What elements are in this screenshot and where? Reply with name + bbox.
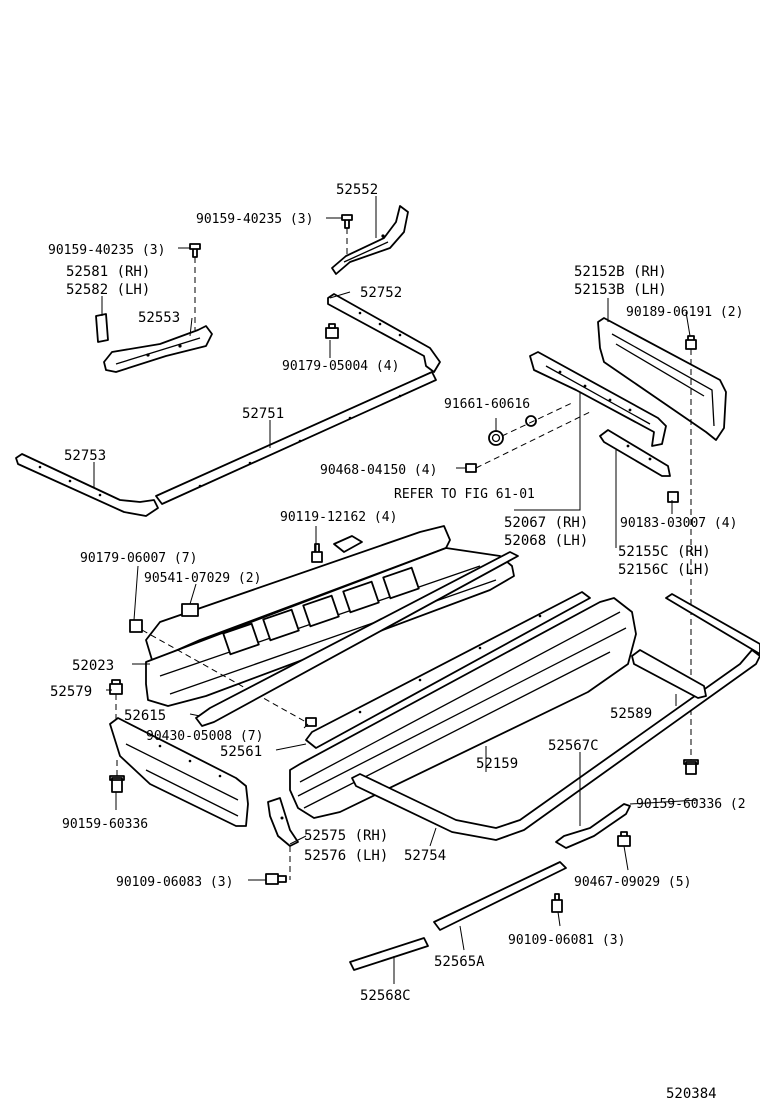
- label-90183-03007: 90183-03007 (4): [620, 516, 737, 531]
- label-90119-12162: 90119-12162 (4): [280, 510, 397, 525]
- clip-90183-03007: [667, 491, 679, 503]
- label-52067: 52067 (RH): [504, 515, 588, 531]
- label-90179-06007: 90179-06007 (7): [80, 551, 197, 566]
- clip-90179-06007: [129, 619, 143, 633]
- label-52155C: 52155C (RH): [618, 544, 711, 560]
- clip-90179-05004: [325, 323, 339, 339]
- label-90189-06191: 90189-06191 (2): [626, 305, 743, 320]
- label-52568C: 52568C: [360, 988, 411, 1004]
- label-90159-40235-top: 90159-40235 (3): [196, 212, 313, 227]
- clip-90468-04150: [465, 463, 477, 473]
- label-52579: 52579: [50, 684, 92, 700]
- label-52159: 52159: [476, 756, 518, 772]
- label-90109-06081: 90109-06081 (3): [508, 933, 625, 948]
- label-90179-05004: 90179-05004 (4): [282, 359, 399, 374]
- label-52753: 52753: [64, 448, 106, 464]
- clip-90109-06081: [551, 893, 563, 913]
- clip-90430-05008: [305, 717, 317, 727]
- label-52023: 52023: [72, 658, 114, 674]
- label-52152B: 52152B (RH): [574, 264, 667, 280]
- part-52754-drawing: [351, 649, 760, 841]
- part-52752-drawing: [327, 293, 441, 373]
- clip-90119-12162: [311, 543, 323, 563]
- label-90159-60336-left: 90159-60336: [62, 817, 148, 832]
- label-90159-60336-right: 90159-60336 (2: [636, 797, 746, 812]
- label-52754: 52754: [404, 848, 446, 864]
- label-52582: 52582 (LH): [66, 282, 150, 298]
- label-52553: 52553: [138, 310, 180, 326]
- label-52567C: 52567C: [548, 738, 599, 754]
- bolt-91661-60616: [488, 430, 504, 446]
- clip-52579: [109, 679, 123, 720]
- label-90541-07029: 90541-07029 (2): [144, 571, 261, 586]
- part-52581-bracket: [95, 313, 109, 343]
- label-52576: 52576 (LH): [304, 848, 388, 864]
- clip-90159-40235-left: [189, 243, 201, 330]
- clip-90159-60336-right: [683, 759, 699, 775]
- clip-90109-06083: [265, 846, 291, 885]
- clip-90159-60336-left: [109, 760, 125, 793]
- label-91661-60616: 91661-60616: [444, 397, 530, 412]
- clip-90467-09029: [617, 831, 631, 847]
- label-52068: 52068 (LH): [504, 533, 588, 549]
- label-52751: 52751: [242, 406, 284, 422]
- label-52552: 52552: [336, 182, 378, 198]
- label-52615: 52615: [124, 708, 166, 724]
- part-52575-side-cover: [109, 717, 249, 827]
- leader-lines: [93, 196, 699, 984]
- part-right-strip: [665, 593, 760, 655]
- label-52589: 52589: [610, 706, 652, 722]
- part-52155C-drawing: [599, 429, 671, 477]
- label-90467-09029: 90467-09029 (5): [574, 875, 691, 890]
- part-52568C-drawing: [349, 937, 429, 971]
- label-90159-40235-left: 90159-40235 (3): [48, 243, 165, 258]
- label-90109-06083: 90109-06083 (3): [116, 875, 233, 890]
- label-90430-05008: 90430-05008 (7): [146, 729, 263, 744]
- part-52753-drawing: [15, 453, 159, 517]
- part-52615-drawing: [195, 551, 519, 727]
- clip-90541-07029: [181, 603, 199, 617]
- clip-90159-40235-top: [341, 214, 353, 256]
- label-52153B: 52153B (LH): [574, 282, 667, 298]
- label-52561: 52561: [220, 744, 262, 760]
- label-52156C: 52156C (LH): [618, 562, 711, 578]
- label-52565A: 52565A: [434, 954, 485, 970]
- part-52552-drawing: [331, 205, 409, 275]
- part-52023-drawing: [145, 525, 515, 707]
- diagram-number: 520384: [666, 1086, 717, 1102]
- label-refer-fig: REFER TO FIG 61-01: [394, 487, 535, 502]
- part-52152B-drawing: [529, 317, 727, 447]
- part-52561-drawing: [305, 591, 591, 749]
- part-52567C-drawing: [555, 803, 631, 849]
- part-52565A-drawing: [433, 861, 567, 931]
- part-52575-bracket: [267, 797, 299, 847]
- part-52751-drawing: [155, 371, 437, 505]
- label-52575: 52575 (RH): [304, 828, 388, 844]
- part-52589-drawing: [631, 649, 707, 699]
- nut-52067: [525, 415, 537, 427]
- label-52581: 52581 (RH): [66, 264, 150, 280]
- label-52752: 52752: [360, 285, 402, 301]
- label-90468-04150: 90468-04150 (4): [320, 463, 437, 478]
- part-52553-drawing: [103, 325, 213, 373]
